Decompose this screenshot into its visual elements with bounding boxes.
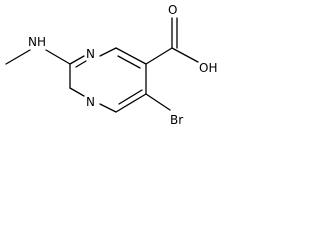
bond-c6-top (115, 47, 147, 65)
bond-nh-c2 (45, 49, 71, 65)
atom-nh-label: NH (28, 35, 46, 49)
bond-c4-c5-double (118, 89, 143, 105)
bond-c2-n1 (69, 55, 85, 65)
chemical-structure: NH N N O OH Br (5, 3, 217, 127)
bond-c6-top-double (117, 55, 141, 69)
atom-n1-label: N (86, 47, 95, 61)
atom-br-label: Br (170, 113, 183, 127)
atom-n3-label: N (86, 95, 95, 109)
atom-labels: NH N N O OH Br (28, 3, 217, 127)
bond-methyl-nh (5, 49, 31, 65)
bond-c-carboxyl (145, 47, 173, 65)
atom-oh-label: OH (199, 61, 217, 75)
bond-carboxyl-oh (171, 47, 199, 63)
bond-c2-n1-double (75, 60, 87, 68)
bond-n1-c6 (99, 47, 117, 57)
atom-o-label: O (168, 3, 177, 17)
bond-c2-n3-lower (69, 87, 85, 97)
bond-n3-c4 (99, 103, 117, 113)
bond-c4-c5 (115, 93, 147, 113)
bonds (5, 17, 199, 113)
bond-c5-br (145, 93, 171, 111)
